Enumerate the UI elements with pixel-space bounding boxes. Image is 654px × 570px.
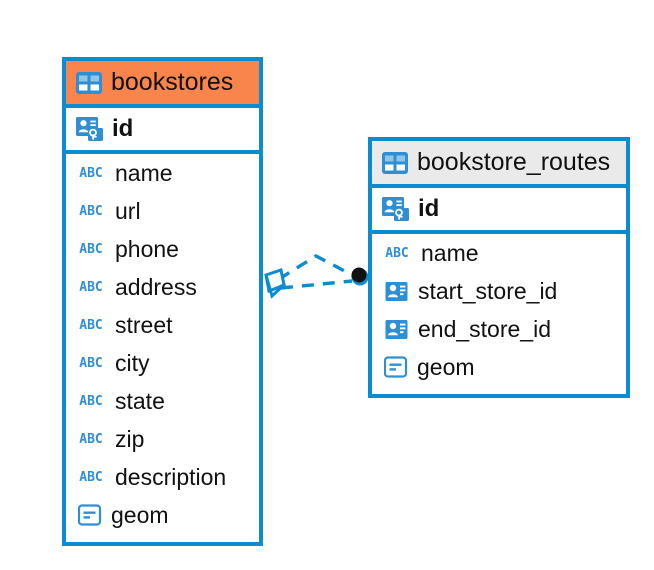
field-row-id[interactable]: id [66,108,259,154]
relationship-marker-crows-foot [264,268,287,299]
field-row-zip[interactable]: ABC zip [66,420,259,458]
primary-key-icon [76,117,103,141]
field-row-start-store-id[interactable]: start_store_id [372,272,626,310]
field-label: id [418,195,440,222]
field-label: url [115,197,141,224]
field-label: address [115,273,197,300]
table-icon [382,151,408,174]
field-label: start_store_id [418,277,558,304]
entity-title: bookstore_routes [417,148,611,176]
field-row-end-store-id[interactable]: end_store_id [372,310,626,348]
field-row-name[interactable]: ABC name [66,154,259,192]
field-label: description [115,463,227,490]
abc-text-icon: ABC [79,355,103,371]
geometry-icon [382,356,408,378]
entity-header-bookstores[interactable]: bookstores [66,61,259,108]
foreign-key-icon [382,319,409,340]
field-row-url[interactable]: ABC url [66,192,259,230]
abc-text-icon: ABC [79,431,103,447]
field-label: phone [115,235,179,262]
abc-text-icon: ABC [79,203,103,219]
abc-text-icon: ABC [79,469,103,485]
field-label: name [421,239,479,266]
field-row-street[interactable]: ABC street [66,306,259,344]
field-row-address[interactable]: ABC address [66,268,259,306]
abc-text-icon: ABC [385,245,409,261]
abc-text-icon: ABC [79,165,103,181]
field-row-phone[interactable]: ABC phone [66,230,259,268]
field-label: id [112,115,134,142]
entity-bookstores[interactable]: bookstores id ABC name [62,57,263,546]
table-icon [76,71,102,94]
relationship-marker-circle [351,267,369,286]
geometry-icon [76,504,102,526]
field-row-geom[interactable]: geom [66,496,259,534]
abc-text-icon: ABC [79,317,103,333]
relationship-line-branch-lower [280,279,353,290]
foreign-key-icon [382,281,409,302]
primary-key-icon [382,197,409,221]
field-label: street [115,311,173,338]
field-label: end_store_id [418,315,551,342]
field-label: city [115,349,150,376]
abc-text-icon: ABC [79,279,103,295]
field-label: state [115,387,165,414]
field-row-name[interactable]: ABC name [372,234,626,272]
abc-text-icon: ABC [79,393,103,409]
relationship-line-branch-upper [278,254,357,281]
field-label: geom [111,501,169,528]
entity-bookstore-routes[interactable]: bookstore_routes id ABC name [368,137,630,398]
field-row-description[interactable]: ABC description [66,458,259,496]
field-label: name [115,159,173,186]
field-row-city[interactable]: ABC city [66,344,259,382]
field-label: geom [417,353,475,380]
entity-title: bookstores [111,68,234,96]
abc-text-icon: ABC [79,241,103,257]
field-row-id[interactable]: id [372,188,626,234]
field-row-state[interactable]: ABC state [66,382,259,420]
field-label: zip [115,425,145,452]
field-row-geom[interactable]: geom [372,348,626,386]
entity-header-bookstore-routes[interactable]: bookstore_routes [372,141,626,188]
